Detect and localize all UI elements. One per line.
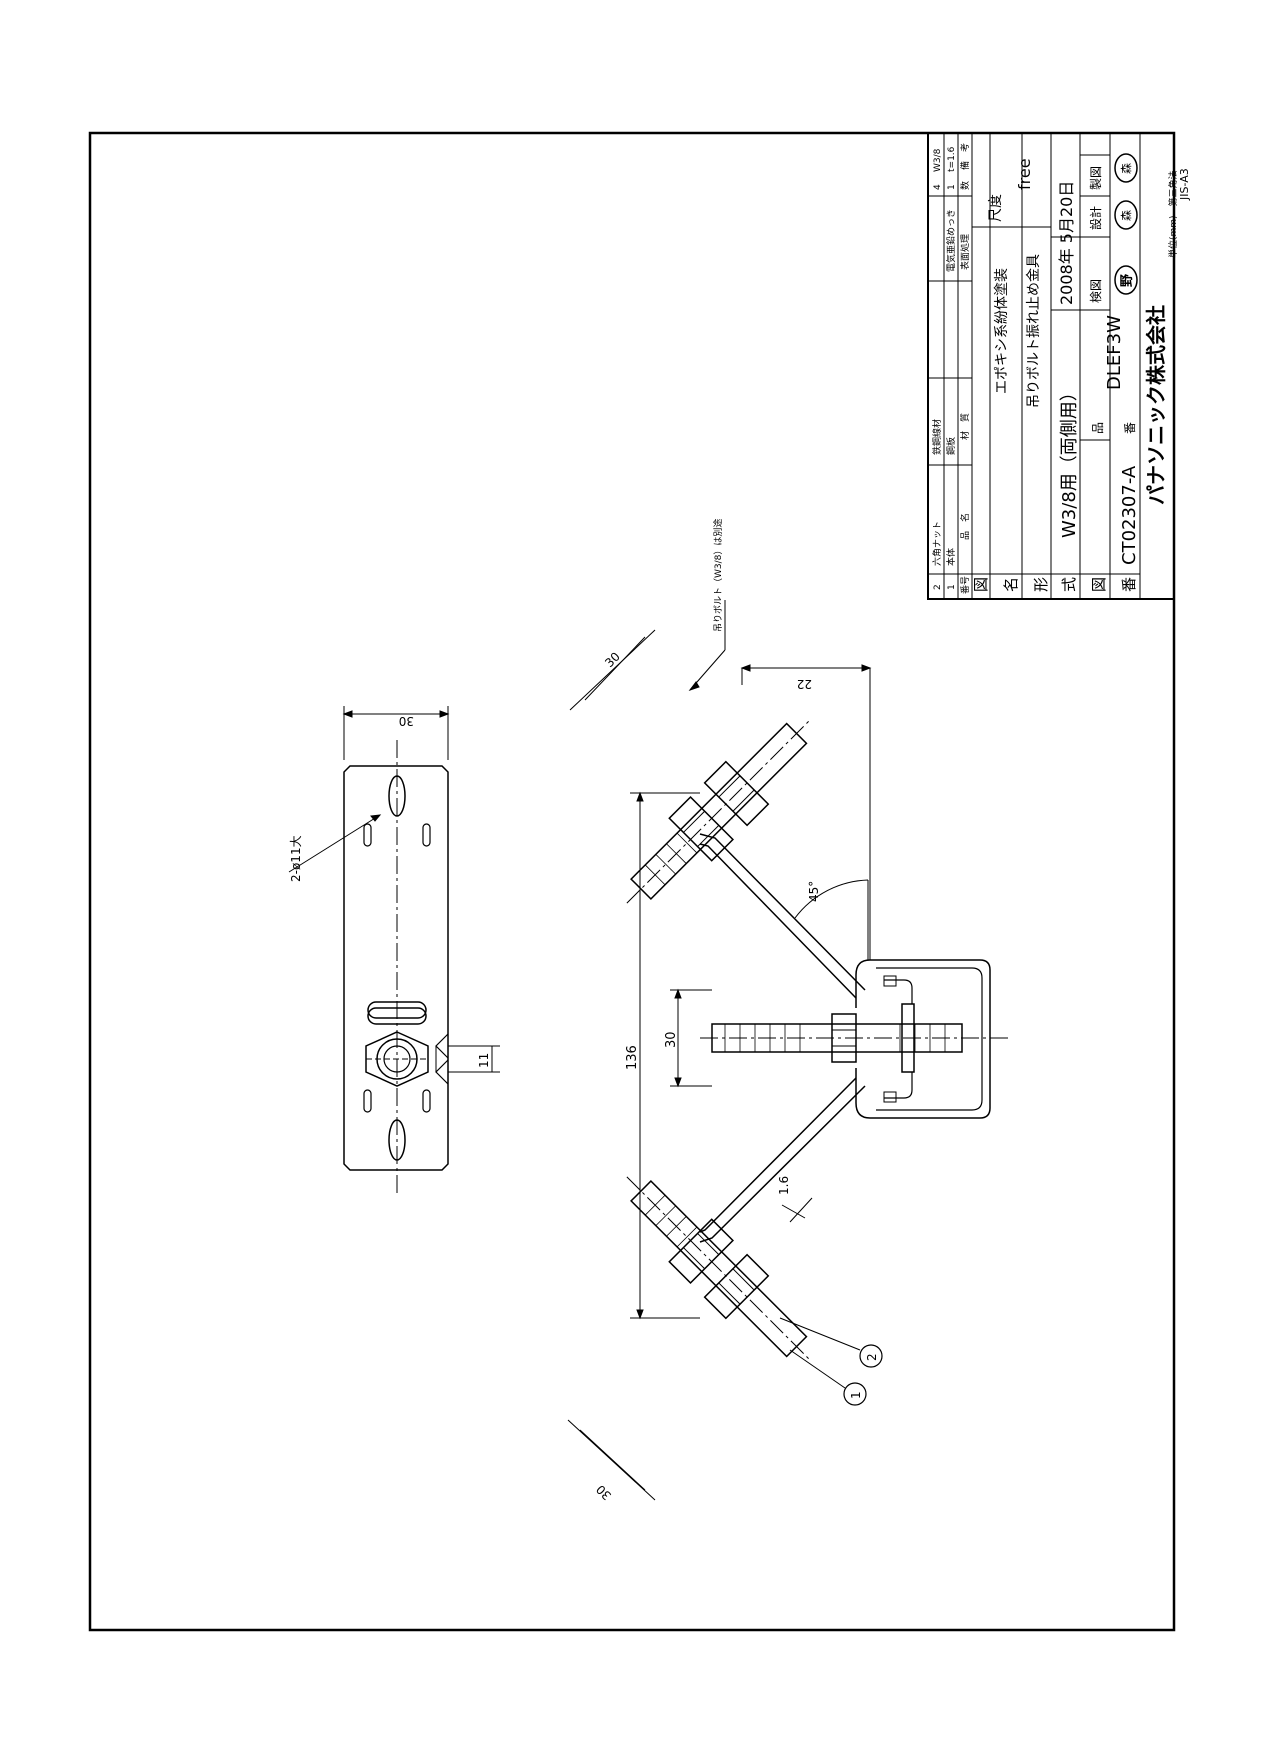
label-model-2: 式 xyxy=(1060,577,1078,592)
dim-angle: 45° xyxy=(807,881,821,902)
side-view-dimensions xyxy=(567,600,883,1501)
dim-hole-callout: 2-ø11大 xyxy=(289,835,303,882)
part-1-name: 本体 xyxy=(945,548,957,566)
strap-plan-view xyxy=(343,740,449,1195)
stamp-2: 森 xyxy=(1119,210,1133,221)
part-1-no: 1 xyxy=(947,584,957,590)
sheet-border xyxy=(88,131,1176,1632)
label-drawing-no-2: 番 xyxy=(1120,577,1138,592)
draw-label: 製図 xyxy=(1089,166,1103,190)
title-line-1: エポキシ系紛体塗装 xyxy=(993,268,1010,394)
scale-value: free xyxy=(1015,158,1034,190)
part-2-qty: 4 xyxy=(933,184,943,190)
part-1-material: 鋼板 xyxy=(945,437,957,455)
dim-offset: 22 xyxy=(797,677,812,691)
dim-upper-leg: 30 xyxy=(602,649,623,670)
part-2-no: 2 xyxy=(933,584,943,590)
part-1-qty: 1 xyxy=(947,184,957,190)
stamp-3: 森 xyxy=(1119,163,1133,174)
part-no-label-2: 番 xyxy=(1123,422,1137,434)
header-qty: 数 xyxy=(959,181,971,190)
balloon-1: 1 xyxy=(849,1391,863,1399)
model-value: W3/8用（両側用） xyxy=(1059,383,1080,538)
company-name: パナソニック株式会社 xyxy=(1144,305,1168,505)
title-block: 2 六角ナット 鉄鋼線材 4 W3/8 1 本体 鋼板 電気亜鉛めっき 1 t=… xyxy=(927,132,1191,600)
header-remark: 備 考 xyxy=(959,143,971,170)
dim-strap-width: 30 xyxy=(399,714,414,728)
date: 2008年 5月20日 xyxy=(1057,181,1076,305)
plan-view-dimensions xyxy=(288,706,500,1073)
dim-slot-width: 11 xyxy=(477,1053,491,1068)
label-zumei-2: 名 xyxy=(1002,577,1020,592)
approval-stamps: 野 森 森 xyxy=(1114,153,1138,295)
unit-note: 単位(mm) 第三角法 xyxy=(1167,170,1179,258)
header-material: 材 質 xyxy=(959,413,971,440)
bracket-side-view xyxy=(626,718,1012,1362)
header-name: 品 名 xyxy=(959,513,971,540)
scale-label: 尺度 xyxy=(988,194,1004,222)
label-zumei-1: 図 xyxy=(972,577,990,592)
drawing-no: CT02307-A xyxy=(1119,465,1140,565)
label-model-1: 形 xyxy=(1032,577,1050,592)
dim-thickness: 1.6 xyxy=(777,1176,791,1195)
check-label: 検図 xyxy=(1089,279,1103,303)
part-1-finish: 電気亜鉛めっき xyxy=(945,209,957,272)
part-2-material: 鉄鋼線材 xyxy=(931,419,943,455)
dim-lower-leg: 30 xyxy=(593,1482,614,1503)
dim-center-leg: 30 xyxy=(664,1031,679,1048)
part-no: DLEF3W xyxy=(1104,315,1125,390)
header-no: 番号 xyxy=(959,576,971,594)
balloon-2: 2 xyxy=(865,1353,879,1361)
part-2-name: 六角ナット xyxy=(931,521,943,566)
bolt-note: 吊りボルト（W3/8）は別途 xyxy=(712,519,724,632)
header-finish: 表面処理 xyxy=(959,234,971,270)
part-1-remark: t=1.6 xyxy=(947,146,957,172)
label-drawing-no-1: 図 xyxy=(1090,577,1108,592)
dim-bracket-span: 136 xyxy=(625,1045,640,1070)
design-label: 設計 xyxy=(1088,206,1103,230)
stamp-1: 野 xyxy=(1120,274,1135,287)
title-line-2: 吊りボルト振れ止め金具 xyxy=(1026,254,1042,408)
sheet-size: JIS-A3 xyxy=(1178,168,1191,201)
part-no-label-1: 品 xyxy=(1091,422,1105,434)
part-2-remark: W3/8 xyxy=(933,148,943,172)
